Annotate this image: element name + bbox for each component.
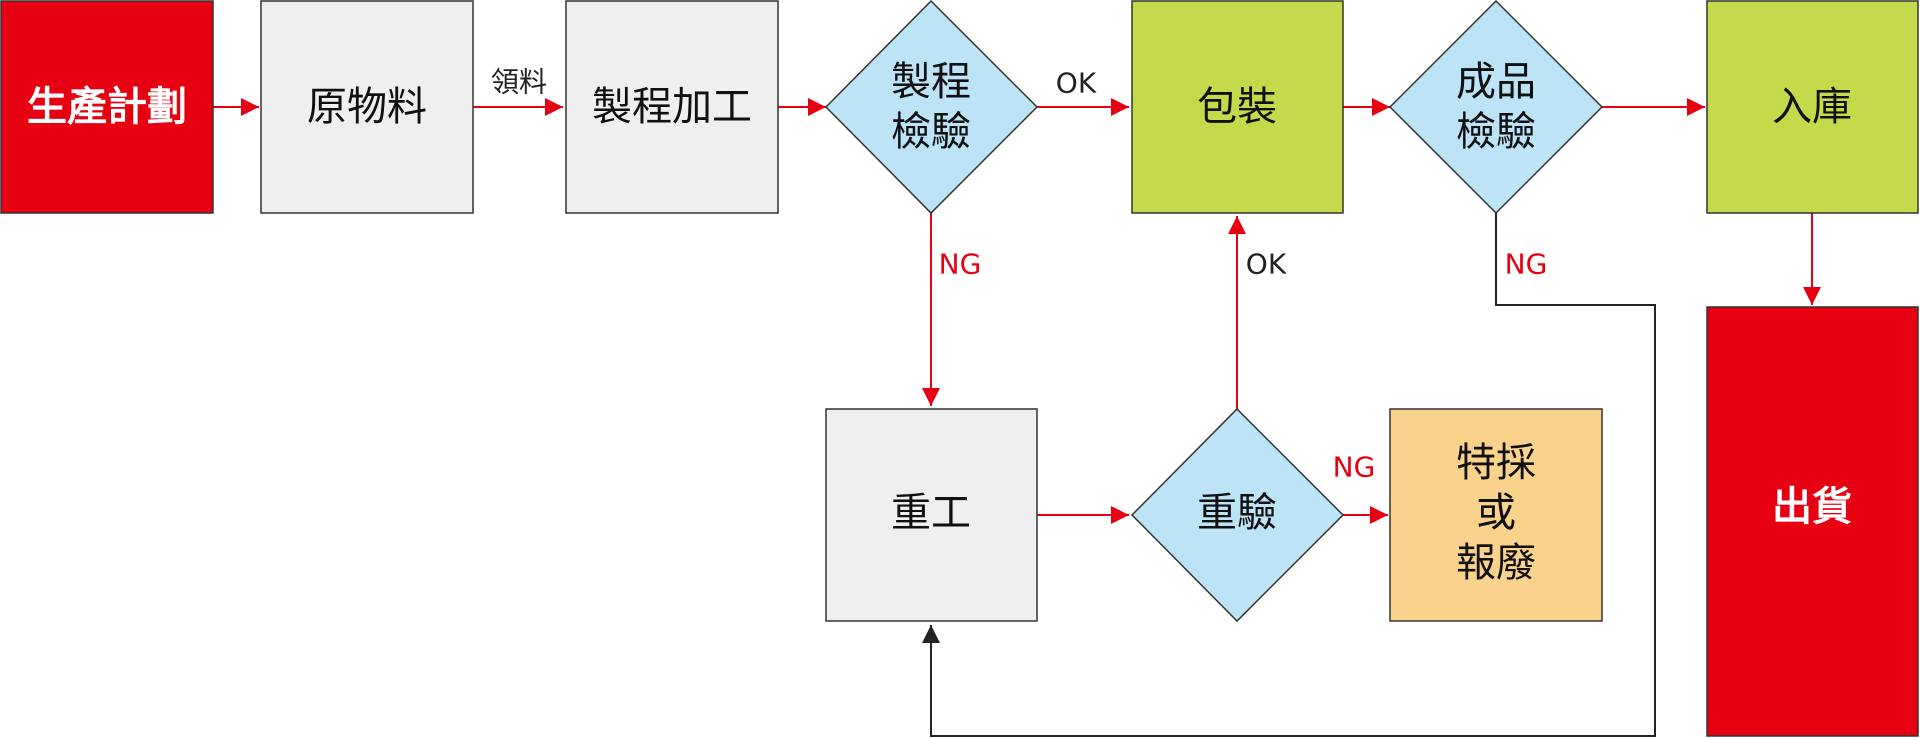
node-warehousing: 入庫 — [1706, 0, 1919, 214]
shipping-label: 出貨 — [1772, 484, 1852, 530]
special-or-scrap-label-line2: 或 — [1476, 490, 1516, 536]
final-inspection-label-line1: 成品 — [1456, 59, 1536, 105]
packaging-label: 包裝 — [1197, 84, 1277, 130]
node-shipping: 出貨 — [1706, 306, 1919, 737]
node-rework: 重工 — [825, 408, 1038, 622]
node-packaging: 包裝 — [1131, 0, 1344, 214]
special-or-scrap-label-line1: 特採 — [1456, 440, 1536, 486]
edge-label-pick-material: 領料 — [491, 66, 547, 99]
process-inspection-label-line1: 製程 — [891, 59, 971, 105]
node-final-inspection: 成品 檢驗 — [1388, 0, 1604, 215]
node-process-inspection: 製程 檢驗 — [824, 0, 1039, 215]
processing-label: 製程加工 — [592, 84, 752, 130]
connectors — [213, 98, 1821, 737]
process-inspection-label-line2: 檢驗 — [891, 109, 971, 155]
edge-labels: 領料 OK NG OK NG NG — [491, 66, 1547, 484]
node-processing: 製程加工 — [565, 0, 779, 214]
edge-label-ng-final: NG — [1505, 248, 1548, 281]
edge-label-ng-to-rework: NG — [939, 248, 982, 281]
node-reinspection: 重驗 — [1130, 407, 1345, 623]
production-plan-label: 生產計劃 — [27, 84, 187, 130]
node-special-or-scrap: 特採 或 報廢 — [1389, 408, 1603, 622]
raw-material-label: 原物料 — [307, 84, 427, 130]
rework-label: 重工 — [891, 490, 971, 536]
reinspection-label: 重驗 — [1197, 490, 1277, 536]
edge-label-ng-recheck: NG — [1333, 451, 1376, 484]
warehousing-label: 入庫 — [1772, 84, 1852, 130]
node-raw-material: 原物料 — [260, 0, 474, 214]
node-production-plan: 生產計劃 — [0, 0, 214, 214]
special-or-scrap-label-line3: 報廢 — [1456, 540, 1536, 586]
line-final-check-ng-to-rework — [922, 213, 1656, 737]
final-inspection-label-line2: 檢驗 — [1456, 109, 1536, 155]
edge-label-ok-recheck: OK — [1246, 248, 1287, 281]
edge-label-ok-to-package: OK — [1056, 67, 1097, 100]
